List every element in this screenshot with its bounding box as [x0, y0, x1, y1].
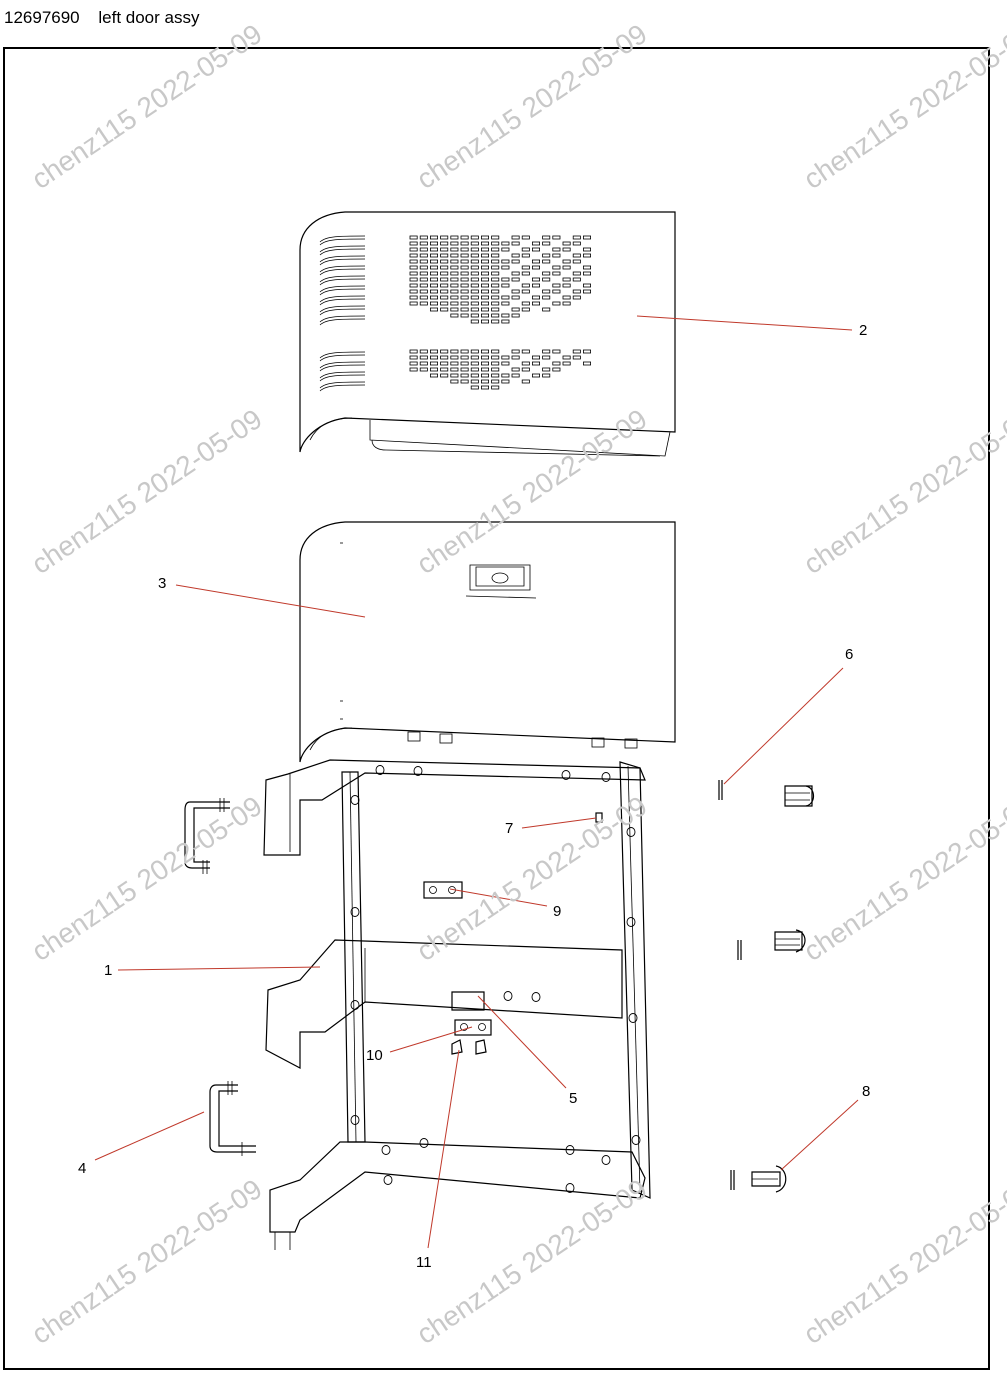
drawing-frame	[3, 47, 990, 1370]
callout-9: 9	[553, 903, 561, 920]
side-louvers-upper	[319, 235, 366, 326]
part-6-pin-set-middle	[737, 929, 806, 960]
part-2-top-cover	[299, 211, 676, 457]
callout-10: 10	[366, 1047, 383, 1064]
callout-7: 7	[505, 820, 513, 837]
page-header: 12697690 left door assy	[4, 8, 199, 28]
callout-5: 5	[569, 1090, 577, 1107]
part-6-pin-set	[718, 780, 815, 807]
part-9-plate	[423, 881, 463, 899]
watermark-text: chenz115 2022-05-09	[26, 1173, 267, 1350]
watermark-text: chenz115 2022-05-09	[798, 1173, 1007, 1350]
watermarks: chenz115 2022-05-09 chenz115 2022-05-09 ch…	[26, 18, 1007, 1350]
callout-1: 1	[104, 962, 112, 979]
callout-11: 11	[416, 1254, 432, 1271]
callout-8: 8	[862, 1083, 870, 1100]
part-3-plain-cover	[299, 521, 676, 763]
callout-6: 6	[845, 646, 853, 663]
watermark-text: chenz115 2022-05-09	[26, 403, 267, 580]
callout-4: 4	[78, 1160, 86, 1177]
watermark-text: chenz115 2022-05-09	[411, 790, 652, 967]
watermark-text: chenz115 2022-05-09	[26, 18, 267, 195]
part-4-handle-lower	[209, 1081, 256, 1156]
watermark-text: chenz115 2022-05-09	[411, 18, 652, 195]
callout-labels: 1 2 3 4 5 6 7 8 9 10 11	[78, 322, 870, 1271]
assembly-title: left door assy	[98, 8, 200, 27]
vent-slots-lower	[409, 349, 592, 390]
watermark-text: chenz115 2022-05-09	[411, 403, 652, 580]
watermark-text: chenz115 2022-05-09	[26, 790, 267, 967]
part-number: 12697690	[4, 8, 80, 27]
callout-2: 2	[859, 322, 867, 339]
part-10-plate	[454, 1019, 492, 1036]
part-4-handle-upper	[184, 798, 230, 874]
part-1-main-frame	[263, 759, 651, 1250]
leader-lines	[94, 315, 859, 1249]
watermark-text: chenz115 2022-05-09	[411, 1173, 652, 1350]
watermark-text: chenz115 2022-05-09	[798, 790, 1007, 967]
part-7-clip	[595, 812, 603, 823]
watermark-text: chenz115 2022-05-09	[798, 18, 1007, 195]
side-louvers-lower	[319, 351, 366, 392]
callout-3: 3	[158, 575, 166, 592]
watermark-text: chenz115 2022-05-09	[798, 403, 1007, 580]
part-11-nut	[451, 1039, 463, 1055]
part-5-tab	[451, 991, 485, 1011]
part-8-pin-set	[730, 1165, 787, 1193]
frame-holes	[350, 765, 641, 1193]
vent-slots-upper	[409, 235, 592, 324]
